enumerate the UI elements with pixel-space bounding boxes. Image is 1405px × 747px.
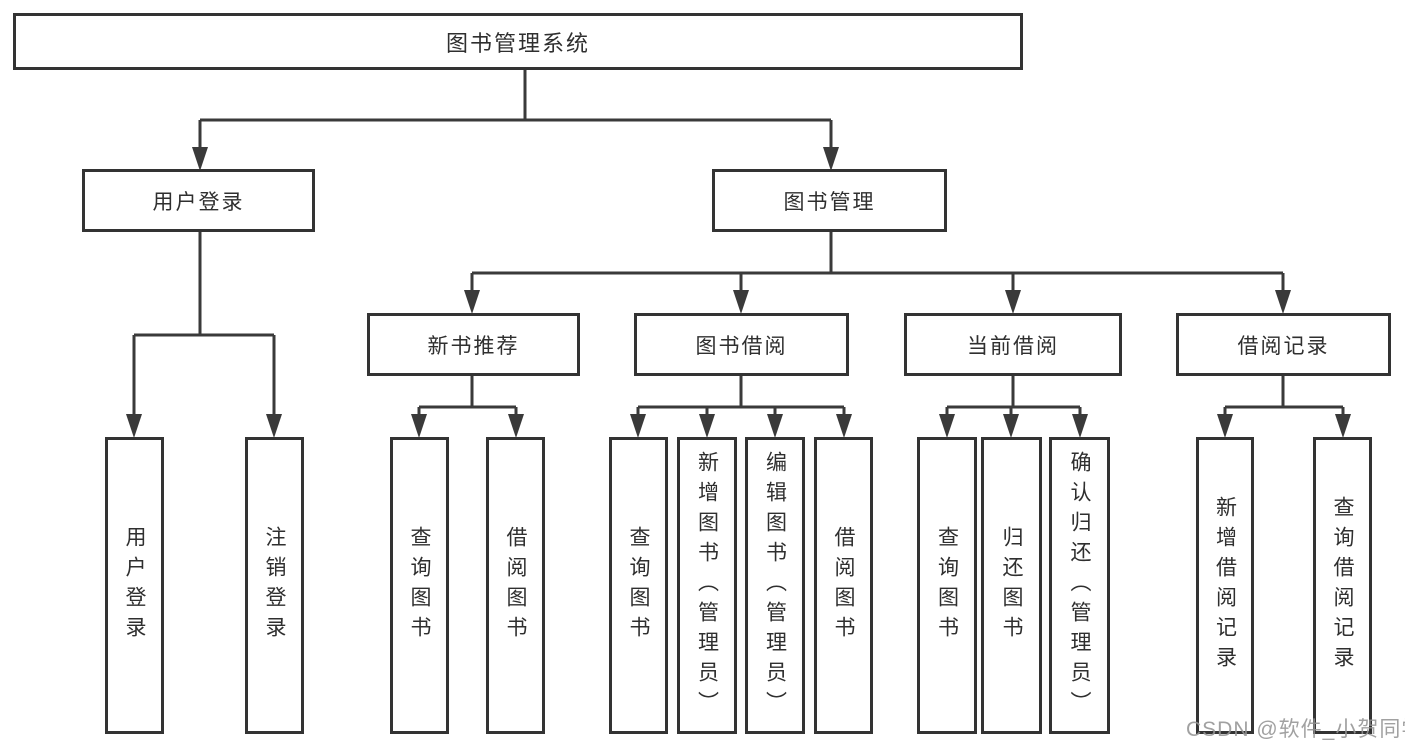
arrowhead-icon	[126, 414, 142, 438]
node-user-login: 用户登录	[82, 169, 315, 232]
arrowhead-icon	[767, 414, 783, 438]
leaf-cb-query-books-label: 查询图书	[935, 525, 959, 646]
leaf-cb-confirm-return-admin: 确认归还（管理员）	[1049, 437, 1110, 734]
arrowhead-icon	[733, 290, 749, 314]
connector-borrowing-records-to-leaves	[1217, 376, 1351, 438]
arrowhead-icon	[1003, 414, 1019, 438]
leaf-nbr-borrow-books-label: 借阅图书	[504, 525, 527, 646]
leaf-cb-query-books: 查询图书	[917, 437, 977, 734]
leaf-bb-add-books-admin: 新增图书（管理员）	[677, 437, 737, 734]
arrowhead-icon	[266, 414, 282, 438]
arrowhead-icon	[1217, 414, 1233, 438]
node-new-book-recommendation-label: 新书推荐	[427, 334, 520, 358]
leaf-bb-borrow-books-label: 借阅图书	[832, 525, 855, 646]
leaf-bb-edit-books-admin-label: 编辑图书（管理员）	[763, 450, 787, 721]
arrowhead-icon	[1335, 414, 1351, 438]
connector-new-book-recommendation-to-leaves	[411, 376, 524, 438]
arrowhead-icon	[823, 147, 839, 171]
arrowhead-icon	[1072, 414, 1088, 438]
leaf-logout-login: 注销登录	[245, 437, 304, 734]
leaf-bb-edit-books-admin: 编辑图书（管理员）	[745, 437, 805, 734]
connector-current-borrowing-to-leaves	[939, 376, 1088, 438]
node-borrowing-records-label: 借阅记录	[1237, 334, 1330, 358]
arrowhead-icon	[1005, 290, 1021, 314]
arrowhead-icon	[630, 414, 646, 438]
leaf-br-add-borrow-record: 新增借阅记录	[1196, 437, 1254, 734]
node-user-login-label: 用户登录	[152, 190, 245, 214]
arrowhead-icon	[1275, 290, 1291, 314]
connector-user-login-to-leaves	[126, 232, 282, 438]
node-book-borrowing: 图书借阅	[634, 313, 849, 376]
connector-book-borrowing-to-leaves	[630, 376, 852, 438]
node-borrowing-records: 借阅记录	[1176, 313, 1391, 376]
node-book-borrowing-label: 图书借阅	[695, 334, 788, 358]
leaf-br-query-borrow-record: 查询借阅记录	[1313, 437, 1372, 734]
arrowhead-icon	[411, 414, 427, 438]
leaf-cb-return-books: 归还图书	[981, 437, 1042, 734]
csdn-watermark: CSDN @软件_小贺同学	[1186, 718, 1405, 741]
node-new-book-recommendation: 新书推荐	[367, 313, 580, 376]
node-root-label: 图书管理系统	[445, 30, 590, 56]
leaf-bb-query-books-label: 查询图书	[627, 525, 650, 646]
leaf-cb-return-books-label: 归还图书	[1000, 525, 1023, 646]
arrowhead-icon	[192, 147, 208, 171]
node-current-borrowing-label: 当前借阅	[967, 334, 1059, 358]
arrowhead-icon	[836, 414, 852, 438]
leaf-nbr-borrow-books: 借阅图书	[486, 437, 545, 734]
arrowhead-icon	[508, 414, 524, 438]
leaf-user-login: 用户登录	[105, 437, 164, 734]
arrowhead-icon	[464, 290, 480, 314]
connector-root-to-level2	[192, 70, 839, 171]
leaf-bb-borrow-books: 借阅图书	[814, 437, 873, 734]
leaf-cb-confirm-return-admin-label: 确认归还（管理员）	[1068, 450, 1091, 721]
leaf-logout-login-label: 注销登录	[263, 525, 286, 646]
connector-book-management-to-level3	[464, 232, 1291, 314]
node-book-management: 图书管理	[712, 169, 947, 232]
leaf-user-login-label: 用户登录	[123, 525, 146, 646]
arrowhead-icon	[939, 414, 955, 438]
leaf-br-add-borrow-record-label: 新增借阅记录	[1213, 495, 1237, 676]
leaf-nbr-query-books-label: 查询图书	[408, 525, 431, 646]
leaf-bb-add-books-admin-label: 新增图书（管理员）	[695, 450, 719, 721]
arrowhead-icon	[699, 414, 715, 438]
node-root: 图书管理系统	[13, 13, 1023, 70]
node-book-management-label: 图书管理	[783, 190, 876, 214]
node-current-borrowing: 当前借阅	[904, 313, 1122, 376]
leaf-br-query-borrow-record-label: 查询借阅记录	[1331, 495, 1354, 676]
leaf-nbr-query-books: 查询图书	[390, 437, 449, 734]
leaf-bb-query-books: 查询图书	[609, 437, 668, 734]
